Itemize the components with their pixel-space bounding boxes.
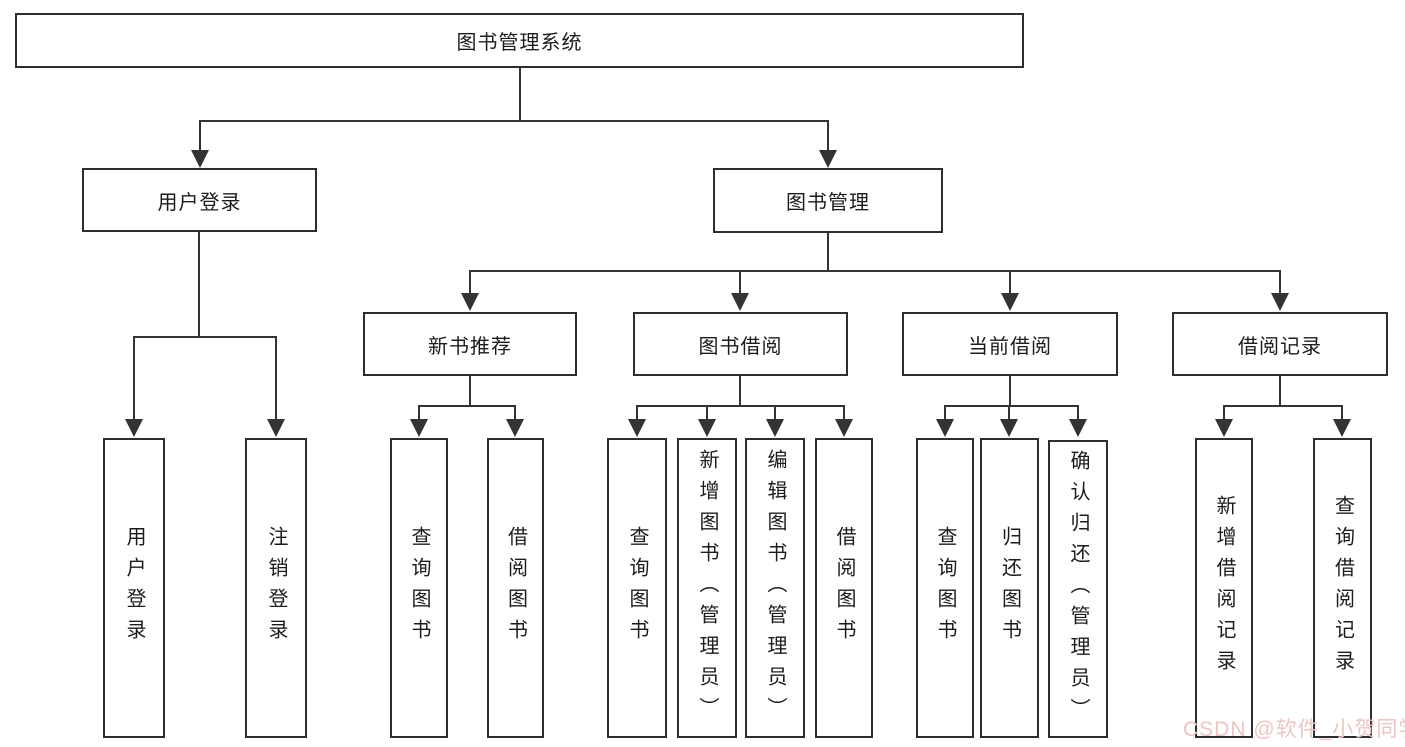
connector-line	[199, 120, 829, 122]
arrowhead	[267, 419, 285, 437]
arrowhead	[698, 419, 716, 437]
leaf-logout: 注销登录	[245, 438, 307, 738]
arrowhead	[766, 419, 784, 437]
leaf-borrow-books-2: 借阅图书	[815, 438, 873, 738]
connector-line	[1009, 272, 1011, 295]
connector-line	[843, 407, 845, 421]
leaf-return-books: 归还图书	[980, 438, 1039, 738]
connector-line	[944, 405, 1079, 407]
arrowhead	[506, 419, 524, 437]
leaf-confirm-return-admin: 确认归还（管理员）	[1048, 440, 1108, 738]
node-user-login: 用户登录	[82, 168, 317, 232]
connector-line	[275, 338, 277, 420]
node-current-borrowing: 当前借阅	[902, 312, 1118, 376]
connector-line	[1223, 405, 1343, 407]
connector-line	[1077, 407, 1079, 421]
connector-line	[469, 376, 471, 405]
node-book-management: 图书管理	[713, 168, 943, 233]
connector-line	[944, 407, 946, 421]
connector-line	[1279, 376, 1281, 405]
connector-line	[706, 407, 708, 421]
node-book-borrowing: 图书借阅	[633, 312, 848, 376]
connector-line	[636, 405, 845, 407]
connector-line	[133, 338, 135, 420]
connector-line	[636, 407, 638, 421]
connector-line	[418, 407, 420, 421]
arrowhead	[1271, 293, 1289, 311]
connector-line	[469, 270, 1281, 272]
arrowhead	[1069, 419, 1087, 437]
arrowhead	[835, 419, 853, 437]
arrowhead	[125, 419, 143, 437]
leaf-query-books-3: 查询图书	[916, 438, 974, 738]
arrowhead	[1333, 419, 1351, 437]
csdn-watermark: CSDN @软件_小贺同学	[1183, 718, 1405, 741]
leaf-add-borrow-record: 新增借阅记录	[1195, 438, 1253, 738]
leaf-user-login: 用户登录	[103, 438, 165, 738]
leaf-query-borrow-record: 查询借阅记录	[1313, 438, 1372, 738]
arrowhead	[410, 419, 428, 437]
connector-line	[1009, 376, 1011, 405]
arrowhead	[1000, 419, 1018, 437]
leaf-query-books-1: 查询图书	[390, 438, 448, 738]
connector-line	[1223, 407, 1225, 421]
connector-line	[827, 122, 829, 152]
leaf-edit-books-admin: 编辑图书（管理员）	[745, 438, 805, 738]
arrowhead	[461, 293, 479, 311]
node-library-system: 图书管理系统	[15, 13, 1024, 68]
connector-line	[519, 68, 521, 122]
connector-line	[1279, 272, 1281, 295]
leaf-query-books-2: 查询图书	[607, 438, 667, 738]
connector-line	[739, 272, 741, 295]
connector-line	[1008, 407, 1010, 421]
connector-line	[418, 405, 516, 407]
arrowhead	[1001, 293, 1019, 311]
connector-line	[514, 407, 516, 421]
connector-line	[133, 336, 277, 338]
arrowhead	[628, 419, 646, 437]
connector-line	[774, 407, 776, 421]
node-new-book-recommend: 新书推荐	[363, 312, 577, 376]
connector-line	[827, 233, 829, 270]
arrowhead	[191, 150, 209, 168]
leaf-add-books-admin: 新增图书（管理员）	[677, 438, 737, 738]
connector-line	[1341, 407, 1343, 421]
leaf-borrow-books-1: 借阅图书	[487, 438, 544, 738]
connector-line	[199, 122, 201, 152]
arrowhead	[819, 150, 837, 168]
arrowhead	[1215, 419, 1233, 437]
arrowhead	[731, 293, 749, 311]
node-borrowing-records: 借阅记录	[1172, 312, 1388, 376]
connector-line	[469, 272, 471, 295]
connector-line	[739, 376, 741, 405]
connector-line	[198, 232, 200, 336]
arrowhead	[936, 419, 954, 437]
